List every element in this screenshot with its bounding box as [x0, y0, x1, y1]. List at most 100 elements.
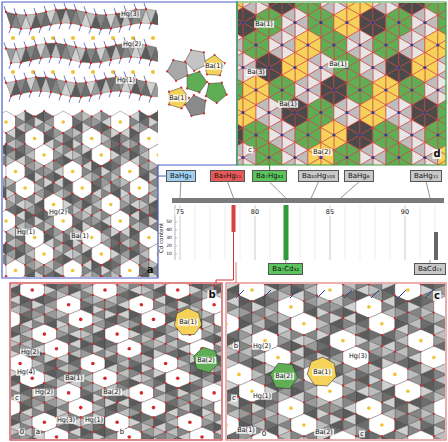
- atom-dot: [19, 294, 21, 296]
- atom-dot: [55, 367, 57, 369]
- atom-dot: [19, 343, 21, 345]
- atom-dot: [128, 309, 130, 311]
- polyhedron-face: [44, 260, 54, 271]
- atom-dot: [43, 382, 45, 384]
- atom-dot: [31, 309, 33, 311]
- atom-dot: [24, 209, 26, 211]
- polyhedron-face: [334, 98, 347, 113]
- polyhedron-face: [282, 38, 295, 53]
- polyhedron-face: [399, 3, 412, 8]
- atom-dot: [92, 343, 94, 345]
- atom-dot: [165, 323, 167, 325]
- atom-dot: [120, 90, 122, 92]
- atom-dot: [70, 22, 72, 24]
- atom-dot: [384, 43, 387, 46]
- atom-dot: [204, 99, 206, 101]
- atom-dot: [150, 59, 152, 61]
- atom-dot: [119, 120, 123, 124]
- atom-dot: [61, 219, 65, 223]
- atom-dot: [145, 8, 147, 10]
- polyhedron-face: [16, 243, 26, 254]
- atom-dot: [79, 318, 83, 322]
- polyhedron-face: [412, 3, 425, 8]
- polyhedron-face: [6, 249, 16, 260]
- atom-dot: [50, 91, 52, 93]
- polyhedron-face: [44, 368, 56, 378]
- atom-dot: [62, 231, 64, 233]
- atom-dot: [180, 86, 182, 88]
- atom-dot: [24, 198, 26, 200]
- atom-dot: [80, 61, 82, 63]
- atom-dot: [62, 132, 64, 134]
- atom-dot: [104, 358, 106, 360]
- polyhedron-face: [206, 83, 227, 103]
- atom-dot: [30, 376, 34, 380]
- atom-dot: [75, 9, 77, 11]
- polyhedron-face: [243, 75, 256, 90]
- polyhedron-face: [360, 83, 373, 98]
- polyhedron-face: [282, 3, 295, 8]
- atom-dot: [193, 70, 195, 72]
- atom-dot: [72, 247, 74, 249]
- atom-dot: [187, 74, 189, 76]
- polyhedron-face: [120, 183, 130, 194]
- polyhedron-face: [386, 8, 399, 23]
- polyhedron-face: [269, 30, 282, 45]
- polyhedron-face: [139, 216, 149, 227]
- atom-dot: [65, 43, 67, 45]
- atom-dot: [72, 192, 74, 194]
- atom-dot: [345, 111, 348, 114]
- polyhedron-face: [63, 194, 72, 205]
- atom-dot: [104, 309, 106, 311]
- polyhedron-face: [35, 111, 45, 122]
- atom-dot: [43, 284, 45, 286]
- atom-dot: [43, 209, 45, 211]
- polyhedron-face: [149, 276, 158, 277]
- atom-dot: [293, 66, 296, 69]
- atom-dot: [80, 387, 82, 389]
- polyhedron-face: [308, 98, 321, 113]
- atom-dot: [35, 44, 37, 46]
- polyhedron-face: [11, 285, 20, 295]
- atom-dot: [92, 382, 94, 384]
- atom-dot: [128, 358, 130, 360]
- atom-dot: [43, 176, 45, 178]
- atom-dot: [53, 225, 55, 227]
- polyhedron-face: [243, 105, 256, 120]
- polyhedron-face: [139, 249, 149, 260]
- atom-dot: [119, 231, 121, 233]
- atom-dot: [5, 198, 7, 200]
- atom-dot: [345, 21, 348, 24]
- polyhedron-face: [321, 30, 334, 45]
- atom-dot: [33, 159, 35, 161]
- atom-dot: [45, 11, 47, 13]
- atom-dot: [319, 66, 322, 69]
- atom-dot: [371, 156, 374, 159]
- atom-dot: [43, 275, 45, 277]
- polyhedron-face: [92, 199, 102, 210]
- atom-dot: [100, 132, 102, 134]
- atom-dot: [189, 284, 191, 286]
- polyhedron-face: [6, 150, 16, 161]
- polyhedron-face: [101, 183, 111, 194]
- atom-dot: [91, 70, 95, 74]
- atom-dot: [72, 115, 74, 117]
- atom-dot: [224, 62, 226, 64]
- polyhedron-face: [82, 117, 92, 128]
- atom-dot: [138, 264, 140, 266]
- atom-dot: [19, 313, 21, 315]
- atom-dot: [116, 313, 118, 315]
- atom-dot: [90, 236, 94, 240]
- atom-dot: [110, 258, 112, 260]
- polyhedron-face: [120, 150, 130, 161]
- atom-dot: [105, 46, 107, 48]
- atom-dot: [110, 181, 112, 183]
- atom-dot: [148, 214, 150, 216]
- atom-dot: [110, 159, 112, 161]
- atom-dot: [81, 209, 83, 211]
- polyhedron-face: [202, 315, 214, 325]
- polyhedron-face: [35, 265, 45, 276]
- polyhedron-face: [238, 3, 243, 8]
- atom-dot: [43, 372, 45, 374]
- polyhedron-face: [44, 284, 56, 290]
